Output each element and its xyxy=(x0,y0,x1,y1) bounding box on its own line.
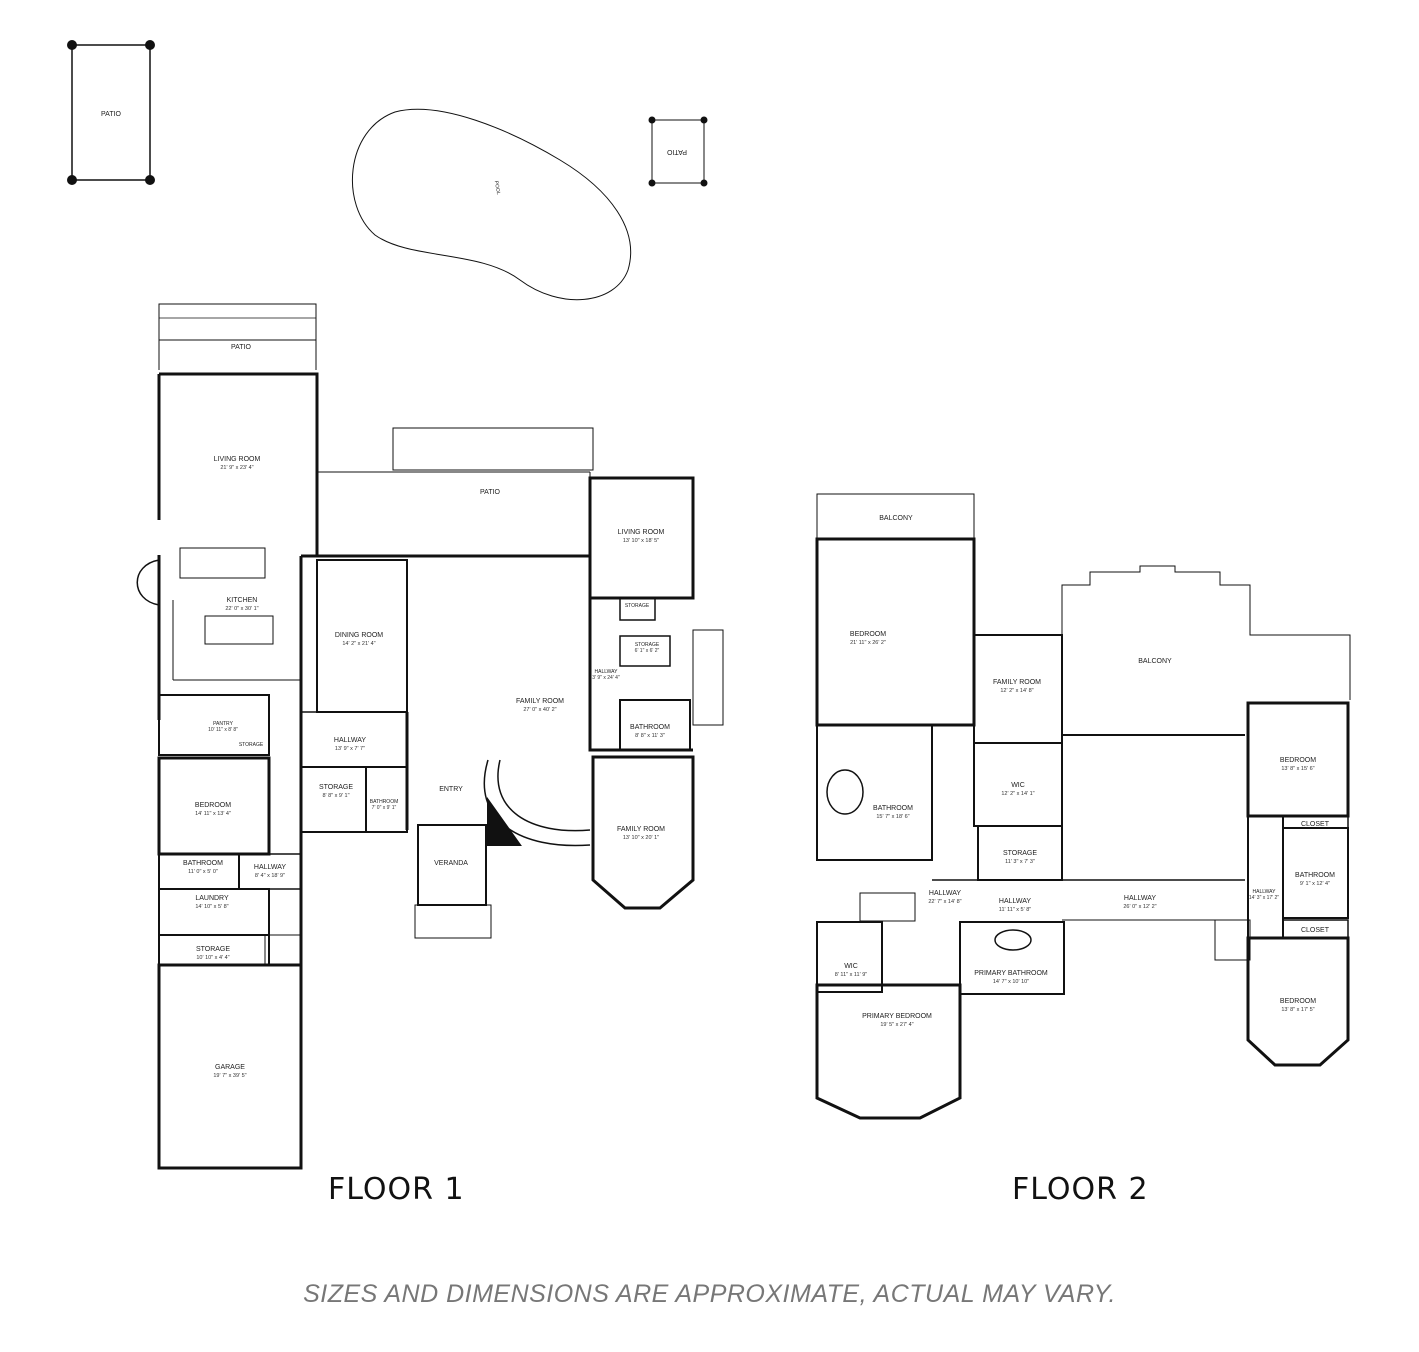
patio-b-label: PATIO xyxy=(666,148,687,155)
f1-bathroom-mid-dim: 7' 0" x 9' 1" xyxy=(372,805,397,811)
f1-bedroom-label: BEDROOM xyxy=(195,802,231,809)
disclaimer-text: SIZES AND DIMENSIONS ARE APPROXIMATE, AC… xyxy=(303,1280,1116,1308)
f2-hallway-c-dim: 26' 0" x 12' 2" xyxy=(1123,904,1156,910)
floor2-walls xyxy=(815,493,1351,1120)
f1-laundry-dim: 14' 10" x 5' 8" xyxy=(195,904,228,910)
f1-dining-room-label: DINING ROOM xyxy=(335,632,383,639)
f2-hallway-b-dim: 11' 11" x 5' 8" xyxy=(999,907,1031,913)
f1-storage-small-label: STORAGE xyxy=(625,603,650,609)
f2-balcony-left-label: BALCONY xyxy=(879,515,913,522)
f1-kitchen-dim: 22' 0" x 30' 1" xyxy=(225,606,258,612)
f2-hallway-a-label: HALLWAY xyxy=(929,890,961,897)
f1-hallway-mid-label: HALLWAY xyxy=(334,737,366,744)
f1-living-room-2-dim: 13' 10" x 18' 5" xyxy=(623,538,659,544)
f1-storage-pantry-label: STORAGE xyxy=(239,742,264,748)
f1-family-room-dim: 27' 0" x 40' 2" xyxy=(523,707,556,713)
floor-1-title: FLOOR 1 xyxy=(328,1172,465,1207)
f1-dining-room-dim: 14' 2" x 21' 4" xyxy=(342,641,375,647)
f2-primary-bath-label: PRIMARY BATHROOM xyxy=(974,970,1048,977)
f2-primary-bed-dim: 19' 5" x 27' 4" xyxy=(880,1022,913,1028)
f2-bedroom-right-dim: 13' 8" x 15' 6" xyxy=(1281,766,1314,772)
f1-storage-2-dim: 6' 1" x 6' 2" xyxy=(635,648,660,654)
f2-family-room-label: FAMILY ROOM xyxy=(993,679,1041,686)
patio-a-outline xyxy=(67,40,155,185)
f1-laundry-label: LAUNDRY xyxy=(195,895,229,902)
f2-hallway-c-label: HALLWAY xyxy=(1124,895,1156,902)
f2-family-room-dim: 12' 2" x 14' 8" xyxy=(1000,688,1033,694)
f2-bedroom-main-label: BEDROOM xyxy=(850,631,886,638)
f2-wic-mid-dim: 12' 2" x 14' 1" xyxy=(1001,791,1034,797)
f1-living-room-2-label: LIVING ROOM xyxy=(618,529,665,536)
floor-2-title: FLOOR 2 xyxy=(1012,1172,1149,1207)
f2-storage-dim: 11' 3" x 7' 3" xyxy=(1005,859,1035,865)
f1-bedroom-dim: 14' 11" x 13' 4" xyxy=(195,811,231,817)
f1-bathroom-bed-label: BATHROOM xyxy=(183,860,223,867)
f2-wic-mid-label: WIC xyxy=(1011,782,1025,789)
f1-hallway-side-label: HALLWAY xyxy=(595,669,619,675)
f2-balcony-right-label: BALCONY xyxy=(1138,658,1172,665)
f1-pantry-dim: 10' 11" x 8' 8" xyxy=(208,727,238,733)
f2-bedroom-right-label: BEDROOM xyxy=(1280,757,1316,764)
f2-hallway-d-dim: 14' 3" x 17' 2" xyxy=(1249,895,1279,901)
f2-wic-left-dim: 8' 11" x 11' 9" xyxy=(835,972,867,978)
f1-storage-mid-dim: 8' 8" x 9' 1" xyxy=(322,793,349,799)
f2-bedroom-bottom-label: BEDROOM xyxy=(1280,998,1316,1005)
f1-hallway-mid-dim: 13' 9" x 7' 7" xyxy=(335,746,365,752)
f1-hallway-bed-label: HALLWAY xyxy=(254,864,286,871)
f2-bathroom-right-dim: 9' 1" x 12' 4" xyxy=(1300,881,1330,887)
f2-storage-label: STORAGE xyxy=(1003,850,1037,857)
f1-hallway-side-dim: 3' 9" x 24' 4" xyxy=(592,675,620,681)
f1-veranda-label: VERANDA xyxy=(434,860,468,867)
f1-family-room-label: FAMILY ROOM xyxy=(516,698,564,705)
f1-bathroom-side-dim: 8' 8" x 11' 3" xyxy=(635,733,665,739)
f2-bedroom-bottom-dim: 13' 8" x 17' 5" xyxy=(1281,1007,1314,1013)
pool-label: POOL xyxy=(493,180,501,195)
f1-family-room-2-label: FAMILY ROOM xyxy=(617,826,665,833)
f2-primary-bed-label: PRIMARY BEDROOM xyxy=(862,1013,932,1020)
f2-bathroom-big-label: BATHROOM xyxy=(873,805,913,812)
f2-bathroom-big-dim: 15' 7" x 18' 6" xyxy=(876,814,909,820)
f2-bedroom-main-dim: 21' 11" x 26' 2" xyxy=(850,640,886,646)
f2-primary-bath-dim: 14' 7" x 10' 10" xyxy=(993,979,1029,985)
f1-storage-laundry-label: STORAGE xyxy=(196,946,230,953)
f1-family-room-2-dim: 13' 10" x 20' 1" xyxy=(623,835,659,841)
f2-wic-left-label: WIC xyxy=(844,963,858,970)
f1-bathroom-mid-label: BATHROOM xyxy=(370,799,399,805)
f1-living-room-label: LIVING ROOM xyxy=(214,456,261,463)
f1-hallway-bed-dim: 8' 4" x 18' 9" xyxy=(255,873,285,879)
f2-hallway-d-label: HALLWAY xyxy=(1253,889,1277,895)
f1-storage-laundry-dim: 10' 10" x 4' 4" xyxy=(196,955,229,961)
f1-bathroom-side-label: BATHROOM xyxy=(630,724,670,731)
f2-closet-1-label: CLOSET xyxy=(1301,821,1330,828)
patio-a-label: PATIO xyxy=(101,111,122,118)
floor1-walls xyxy=(136,303,724,1170)
f1-garage-label: GARAGE xyxy=(215,1064,245,1071)
pool-outline xyxy=(351,108,632,301)
f2-closet-2-label: CLOSET xyxy=(1301,927,1330,934)
f2-hallway-a-dim: 22' 7" x 14' 8" xyxy=(928,899,961,905)
f2-bathroom-right-label: BATHROOM xyxy=(1295,872,1335,879)
f1-patio-top-label: PATIO xyxy=(231,344,252,351)
f1-storage-2-label: STORAGE xyxy=(635,642,660,648)
f1-garage-dim: 19' 7" x 39' 5" xyxy=(213,1073,246,1079)
f1-pantry-label: PANTRY xyxy=(213,721,233,727)
f1-entry-label: ENTRY xyxy=(439,786,463,793)
f1-living-room-dim: 21' 9" x 23' 4" xyxy=(220,465,253,471)
f1-patio-center-label: PATIO xyxy=(480,489,501,496)
patio-b-outline xyxy=(648,116,708,187)
f1-kitchen-label: KITCHEN xyxy=(227,597,258,604)
f1-bathroom-bed-dim: 11' 0" x 5' 0" xyxy=(188,869,218,875)
f1-storage-mid-label: STORAGE xyxy=(319,784,353,791)
f2-hallway-b-label: HALLWAY xyxy=(999,898,1031,905)
